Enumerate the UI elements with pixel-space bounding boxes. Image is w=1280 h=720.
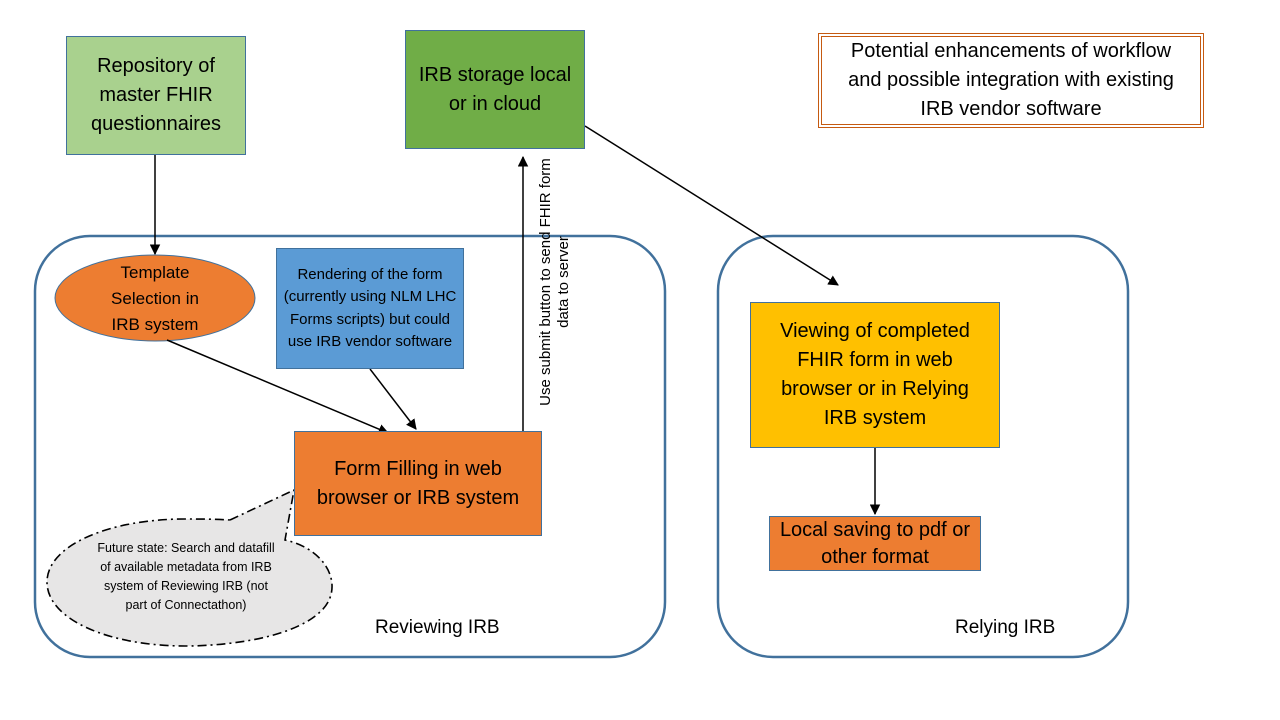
future-state-text: Future state: Search and datafill of ava… [92,539,280,615]
viewing-label: Viewing of completed FHIR form in web br… [780,320,970,429]
form-filling-label: Form Filling in web browser or IRB syste… [316,457,520,509]
form-filling-box: Form Filling in web browser or IRB syste… [294,431,542,536]
future-state-label: Future state: Search and datafill of ava… [97,541,275,612]
template-selection-label: Template Selection in IRB system [111,263,199,334]
enhancements-label: Potential enhancements of workflow and p… [848,40,1174,120]
arrow-template-to-form [166,339,389,435]
enhancements-box: Potential enhancements of workflow and p… [818,33,1204,128]
local-saving-label: Local saving to pdf or other format [779,518,971,568]
future-state-callout-shape [46,488,333,647]
storage-box: IRB storage local or in cloud [405,30,585,149]
reviewing-irb-group [33,234,667,659]
viewing-box: Viewing of completed FHIR form in web br… [750,302,1000,448]
rendering-box: Rendering of the form (currently using N… [276,248,464,369]
submit-edge-text: Use submit button to send FHIR form data… [537,158,572,406]
repository-box: Repository of master FHIR questionnaires [66,36,246,155]
relying-irb-group [716,234,1130,659]
template-selection-text: Template Selection in IRB system [95,260,215,338]
arrow-rendering-to-form [369,368,417,430]
local-saving-box: Local saving to pdf or other format [769,516,981,571]
rendering-label: Rendering of the form (currently using N… [283,265,457,351]
arrow-storage-to-viewing [584,125,839,286]
submit-edge-label: Use submit button to send FHIR form data… [537,157,573,407]
repository-label: Repository of master FHIR questionnaires [90,55,222,135]
relying-irb-label: Relying IRB [955,617,1056,638]
storage-label: IRB storage local or in cloud [418,63,572,115]
reviewing-irb-label: Reviewing IRB [375,617,500,638]
